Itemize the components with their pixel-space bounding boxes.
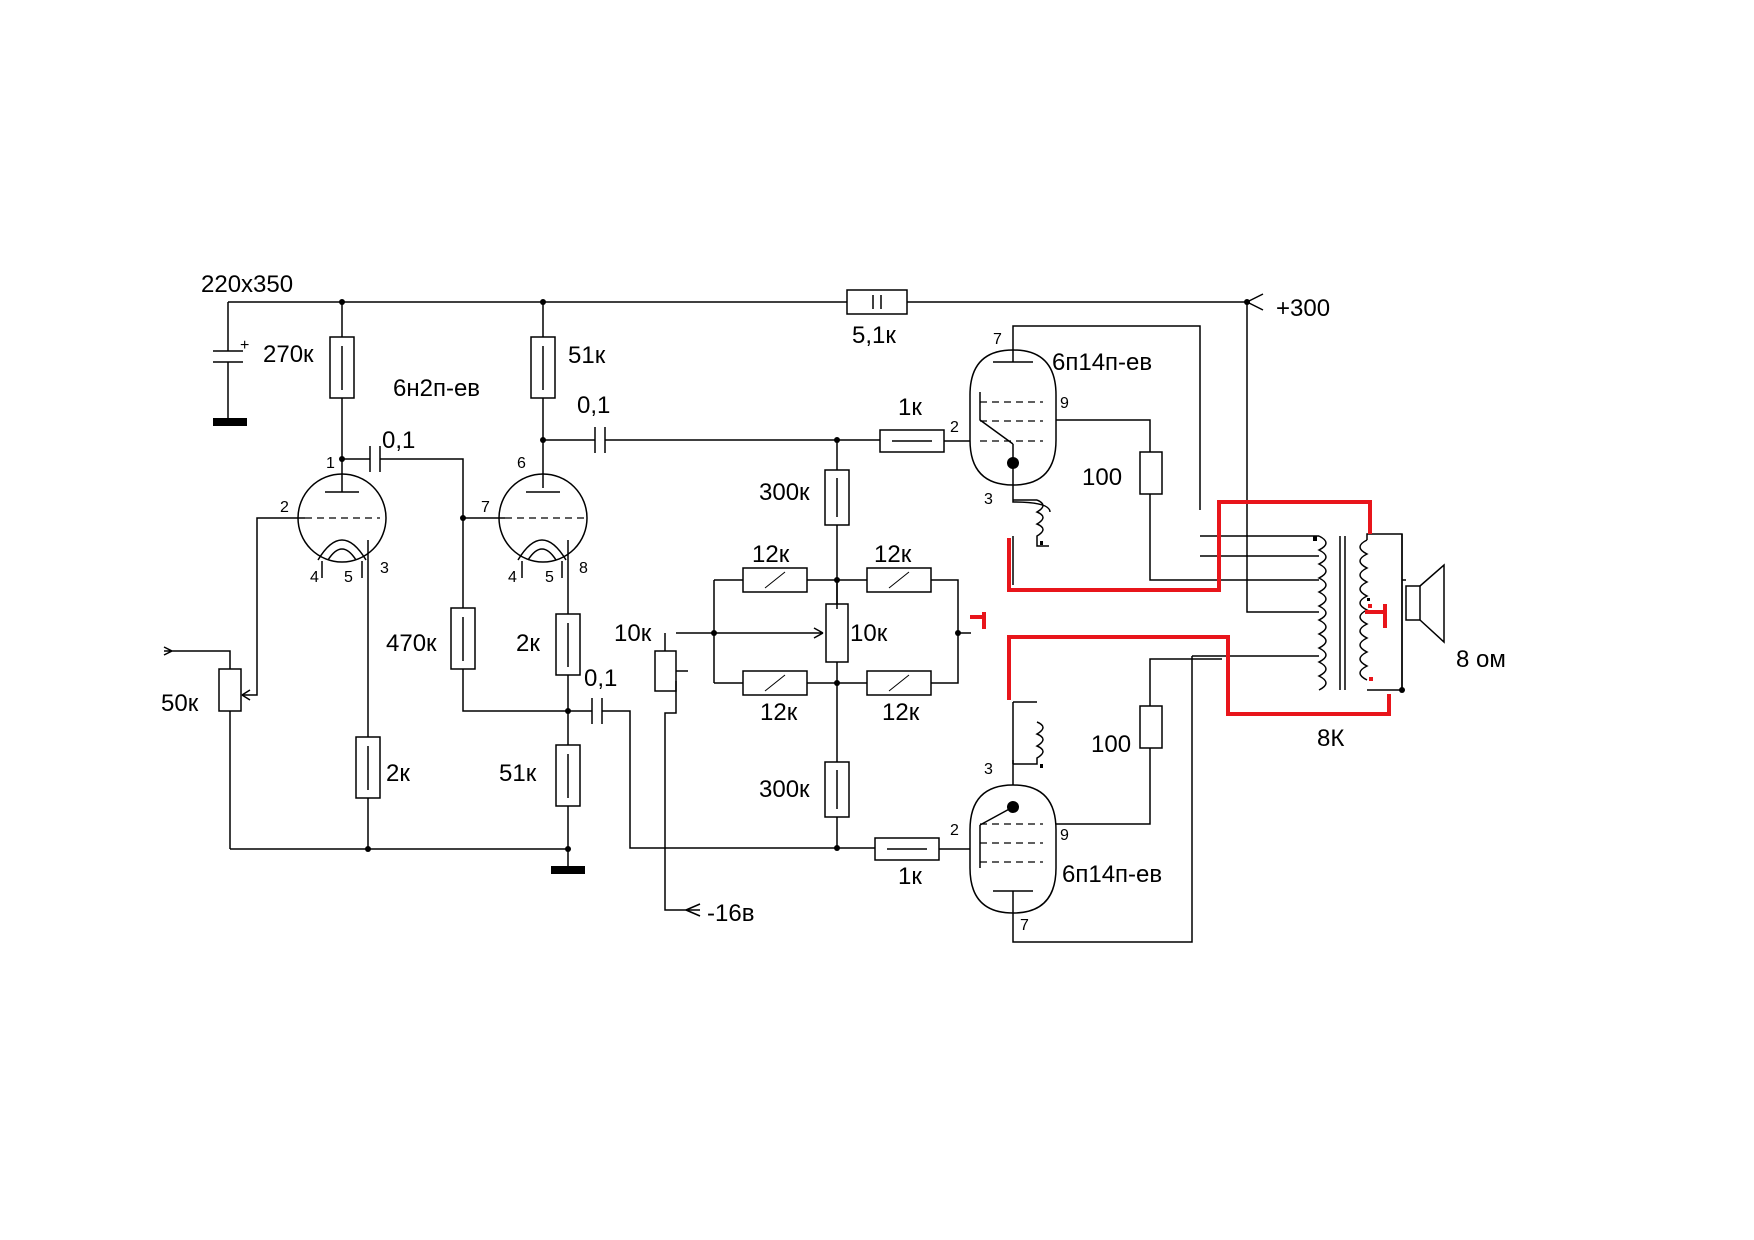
- resistor-100-top: [1056, 419, 1222, 581]
- label-r-2k-a: 2к: [386, 760, 410, 787]
- coupling-capacitor-3: [568, 698, 875, 849]
- tube-v1: [297, 459, 387, 578]
- resistor-100-bottom: [1056, 658, 1222, 825]
- svg-text:9: 9: [1060, 827, 1069, 844]
- resistor-51k-top: [530, 302, 556, 488]
- potentiometer-50k: [163, 646, 242, 849]
- label-plus300: +300: [1276, 295, 1330, 322]
- label-minus16: -16в: [707, 900, 754, 927]
- coupling-capacitor-2: [543, 427, 880, 453]
- label-tube-6p14p-top: 6п14п-ев: [1052, 349, 1152, 376]
- coupling-capacitor-1: [342, 446, 464, 518]
- component-labels: 220х350 270к 6н2п-ев 51к 0,1 0,1 0,1 5,1…: [161, 271, 1506, 927]
- label-r-100-bottom: 100: [1091, 731, 1131, 758]
- ground-symbol: [551, 866, 585, 874]
- svg-text:2: 2: [950, 822, 959, 839]
- resistor-51k-bottom: [555, 744, 581, 849]
- modification-traces: [970, 500, 1391, 716]
- label-r-1k-bottom: 1к: [898, 863, 922, 890]
- label-r-10k-pot: 10к: [850, 620, 888, 647]
- svg-text:7: 7: [993, 331, 1002, 348]
- resistor-network-12k: [713, 567, 971, 696]
- label-c-01-b: 0,1: [577, 392, 610, 419]
- svg-text:1: 1: [326, 455, 335, 472]
- svg-text:2: 2: [280, 499, 289, 516]
- svg-text:6: 6: [517, 455, 526, 472]
- b-plus-rail: [228, 293, 1264, 311]
- svg-text:7: 7: [1020, 917, 1029, 934]
- label-r-12k-4: 12к: [882, 699, 920, 726]
- label-r-12k-3: 12к: [760, 699, 798, 726]
- output-transformer: [1192, 302, 1403, 691]
- label-r-51k-bottom: 51к: [499, 760, 537, 787]
- svg-text:9: 9: [1060, 395, 1069, 412]
- tube-v3: [969, 325, 1201, 513]
- svg-text:+: +: [240, 337, 249, 354]
- label-r-100-top: 100: [1082, 464, 1122, 491]
- balance-potentiometer-10k: [714, 580, 849, 683]
- label-transformer: 8К: [1317, 725, 1344, 752]
- resistor-300k-bottom: [824, 683, 850, 848]
- resistor-2k-v2: [555, 540, 581, 745]
- svg-text:7: 7: [481, 499, 490, 516]
- label-r-270k: 270к: [263, 341, 314, 368]
- speaker-icon: [1399, 534, 1445, 693]
- svg-text:5: 5: [545, 569, 554, 586]
- ground-symbol: [213, 418, 247, 426]
- svg-text:3: 3: [984, 491, 993, 508]
- svg-text:4: 4: [508, 569, 517, 586]
- bias-trimmer-10k: [654, 632, 714, 917]
- label-r-51k-top: 51к: [568, 342, 606, 369]
- label-r-300k-bottom: 300к: [759, 776, 810, 803]
- svg-text:3: 3: [380, 560, 389, 577]
- label-r-12k-2: 12к: [874, 541, 912, 568]
- label-cap-in: 220х350: [201, 271, 293, 298]
- label-r-470k: 470к: [386, 630, 437, 657]
- filter-capacitor: +: [213, 302, 249, 426]
- svg-text:8: 8: [579, 560, 588, 577]
- resistor-5-1k: [846, 289, 908, 315]
- label-r-12k-1: 12к: [752, 541, 790, 568]
- resistor-270k: [329, 302, 355, 459]
- resistor-2k-v1: [355, 540, 381, 849]
- tube-v2: [498, 473, 588, 578]
- cathode-choke-bottom: [1012, 701, 1044, 768]
- label-c-01-c: 0,1: [584, 665, 617, 692]
- label-r-50k: 50к: [161, 690, 199, 717]
- tube-v4: [969, 656, 1193, 943]
- label-r-10k-trim: 10к: [614, 620, 652, 647]
- label-speaker: 8 ом: [1456, 646, 1506, 673]
- cathode-choke-top: [1012, 499, 1049, 585]
- resistor-1k-bottom: [874, 837, 970, 861]
- svg-text:3: 3: [984, 761, 993, 778]
- label-c-01-a: 0,1: [382, 427, 415, 454]
- svg-text:2: 2: [950, 419, 959, 436]
- resistor-1k-top: [879, 429, 970, 453]
- resistor-470k: [450, 518, 568, 712]
- v1-grid-wire: [242, 517, 305, 696]
- label-tube-6n2p: 6н2п-ев: [393, 375, 480, 402]
- label-r-300k-top: 300к: [759, 479, 810, 506]
- label-r-51k-fuse: 5,1к: [852, 322, 896, 349]
- label-tube-6p14p-bottom: 6п14п-ев: [1062, 861, 1162, 888]
- label-r-1k-top: 1к: [898, 394, 922, 421]
- pin-numbers: 1 2 3 4 5 6 7 8 4 5 7 2 3 9 7 2 3 9: [280, 331, 1069, 934]
- svg-text:4: 4: [310, 569, 319, 586]
- label-r-2k-b: 2к: [516, 630, 540, 657]
- svg-text:5: 5: [344, 569, 353, 586]
